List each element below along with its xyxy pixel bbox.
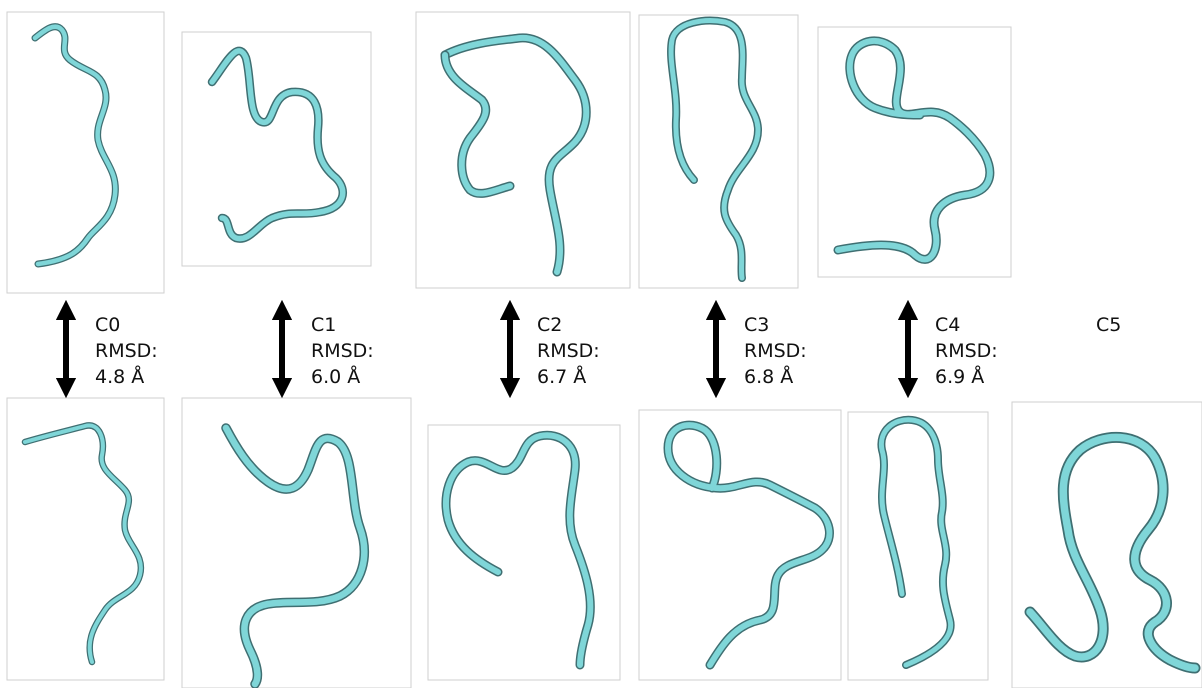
rmsd-value: 6.9 Å — [935, 364, 998, 390]
rmsd-label: RMSD: — [537, 338, 600, 364]
protein-tube-bottom-c3 — [668, 425, 829, 665]
comparison-label-c1: C1 RMSD: 6.0 Å — [311, 312, 374, 390]
structure-panel-bottom-c5 — [1012, 402, 1202, 688]
rmsd-label: RMSD: — [311, 338, 374, 364]
protein-tube-top-c1 — [212, 51, 343, 239]
comparison-label-c2: C2 RMSD: 6.7 Å — [537, 312, 600, 390]
cluster-name: C3 — [744, 312, 807, 338]
protein-tube-bottom-c1 — [226, 428, 364, 684]
cluster-name: C0 — [95, 312, 158, 338]
rmsd-value: 6.8 Å — [744, 364, 807, 390]
protein-tube-top-c0 — [35, 27, 115, 264]
protein-tube-top-c2 — [445, 38, 586, 272]
rmsd-value: 6.0 Å — [311, 364, 374, 390]
protein-tube-top-c3 — [671, 21, 758, 278]
protein-tube-top-c4 — [838, 41, 990, 259]
structure-panel-top-c3 — [639, 15, 798, 288]
comparison-label-c4: C4 RMSD: 6.9 Å — [935, 312, 998, 390]
cluster-name: C4 — [935, 312, 998, 338]
rmsd-label: RMSD: — [744, 338, 807, 364]
structure-panel-bottom-c4 — [848, 412, 988, 680]
rmsd-value: 6.7 Å — [537, 364, 600, 390]
comparison-label-c5: C5 — [1096, 312, 1121, 338]
structure-panel-top-c0 — [7, 12, 164, 293]
structure-panel-bottom-c2 — [428, 425, 620, 680]
protein-tube-bottom-c4 — [881, 420, 950, 665]
rmsd-label: RMSD: — [935, 338, 998, 364]
protein-tube-bottom-c0 — [25, 425, 141, 662]
protein-tube-bottom-c2 — [446, 435, 590, 665]
cluster-name: C5 — [1096, 312, 1121, 338]
comparison-label-c3: C3 RMSD: 6.8 Å — [744, 312, 807, 390]
cluster-name: C2 — [537, 312, 600, 338]
structure-panel-bottom-c1 — [182, 398, 411, 688]
protein-tube-bottom-c5 — [1030, 437, 1195, 668]
comparison-label-c0: C0 RMSD: 4.8 Å — [95, 312, 158, 390]
rmsd-value: 4.8 Å — [95, 364, 158, 390]
structure-panel-top-c1 — [182, 32, 371, 266]
cluster-name: C1 — [311, 312, 374, 338]
rmsd-label: RMSD: — [95, 338, 158, 364]
